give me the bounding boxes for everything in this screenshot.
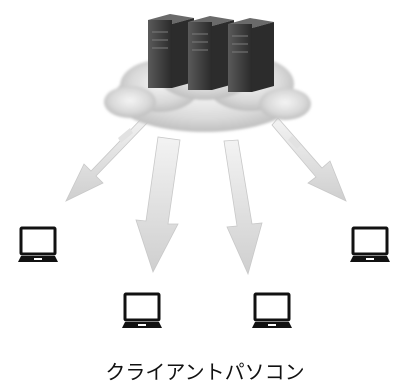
server-rack-icon <box>148 14 274 92</box>
arrow-to-client-2 <box>135 136 181 274</box>
laptop-icon <box>350 226 390 262</box>
laptop-icon <box>122 292 162 328</box>
laptop-icon <box>18 226 58 262</box>
arrows <box>65 114 347 276</box>
server-1 <box>148 14 194 88</box>
arrow-to-client-4 <box>271 117 347 202</box>
client-pc-caption: クライアントパソコン <box>105 360 305 384</box>
client-laptops <box>18 226 390 328</box>
arrow-to-client-3 <box>223 139 263 276</box>
arrow-trail-left <box>118 128 133 143</box>
server-2 <box>188 16 234 90</box>
arrow-to-client-1 <box>65 114 151 202</box>
server-3 <box>228 18 274 92</box>
arrow-trail-right <box>288 136 301 149</box>
laptop-icon <box>252 292 292 328</box>
